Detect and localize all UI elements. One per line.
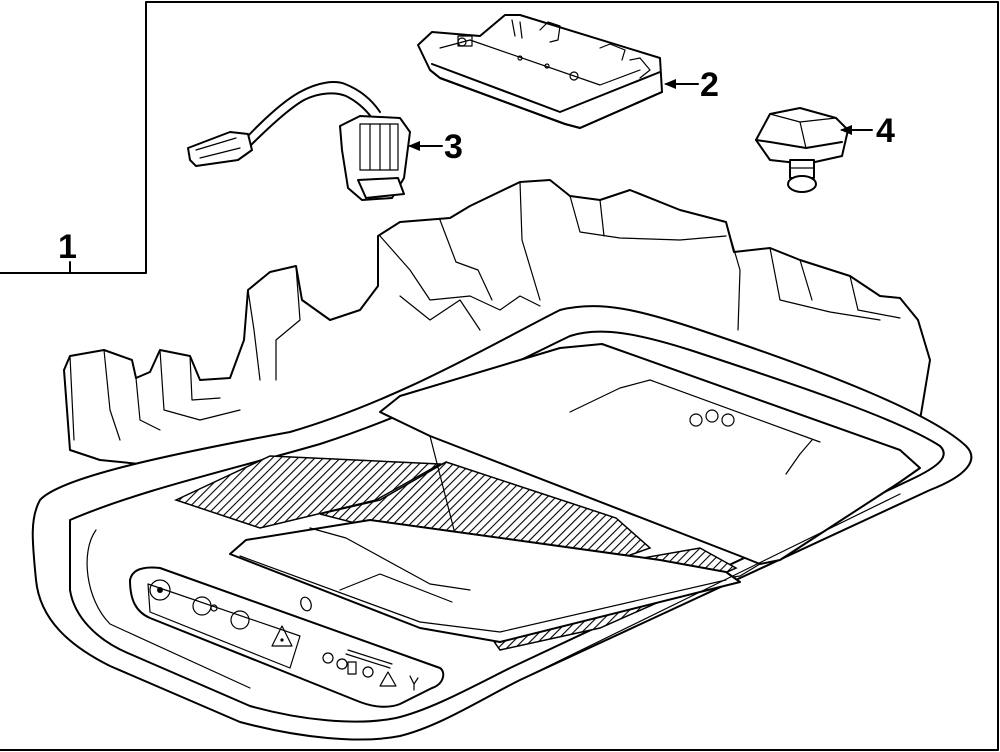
- callout-1: 1: [58, 228, 77, 274]
- power-icon: [149, 579, 171, 601]
- console-bezel: [31, 305, 973, 741]
- status-icons: [322, 649, 419, 691]
- sos-icon: [300, 596, 312, 612]
- callout-1-label: 1: [58, 228, 77, 266]
- light-icon: [230, 610, 250, 630]
- button-power[interactable]: [149, 579, 171, 601]
- part-3-wiring-harness: [187, 81, 411, 201]
- part-2-module: [417, 14, 663, 129]
- center-panel: [229, 519, 741, 643]
- light-icon: [192, 596, 212, 616]
- hazard-icon: [271, 625, 293, 647]
- control-strip: [129, 566, 445, 708]
- button-sos[interactable]: [299, 596, 313, 613]
- sensor-holes: [689, 409, 735, 427]
- part-4-sensor: [755, 107, 849, 193]
- lens-left: [173, 455, 443, 529]
- button-hazard[interactable]: [271, 625, 293, 647]
- callout-4-label: 4: [876, 112, 895, 150]
- callout-2-label: 2: [700, 66, 719, 104]
- button-map-light-right[interactable]: [230, 610, 250, 630]
- warning-icon: [379, 671, 397, 687]
- callout-4: 4: [840, 112, 895, 150]
- callout-2: 2: [664, 66, 719, 104]
- callout-3-label: 3: [444, 128, 463, 166]
- lock-icon: [347, 661, 357, 675]
- callout-3: 3: [408, 128, 463, 166]
- button-map-light-left[interactable]: [192, 596, 218, 616]
- person-icon: [409, 675, 419, 691]
- bulb-icon: [322, 652, 334, 664]
